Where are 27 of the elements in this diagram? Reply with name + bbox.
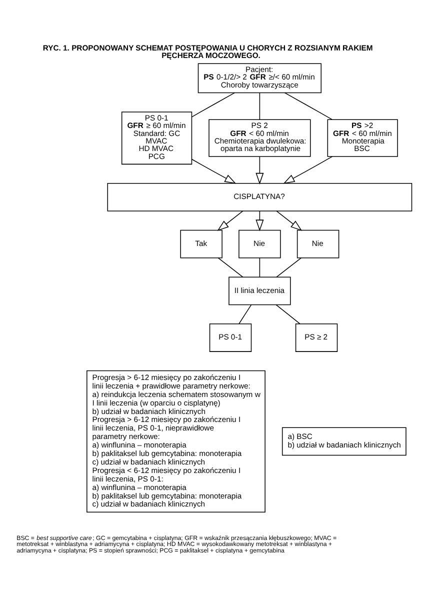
node-box: PS 0-1 xyxy=(209,323,252,352)
node-box: II linia leczenia xyxy=(228,276,291,305)
node-box: Nie xyxy=(296,229,340,258)
node-box: Pacjent: PS 0-1/2/> 2 GFR ≥/< 60 ml/min Choroby towarzyszące xyxy=(198,62,322,93)
node-box: a) BSC b) udział w badaniach klinicznych xyxy=(282,426,406,456)
node-box: Tak xyxy=(180,229,222,258)
connector xyxy=(284,92,332,120)
node-box: Progresja > 6-12 miesięcy po zakończeniu I linii leczenia + prawidłowe parametry nerkowe: a) reindukcja leczenia schematem stosowanym w I linii leczenia (w oparciu o cisplatynę) b) udział w badaniach klinicznych Progresja > 6-12 miesięcy po zakończeniu I linii leczenia, PS 0-1, nieprawidłowe parametry nerkowe: a) winflunina – monoterapia b) paklitaksel lub gemcytabina: monoterapia c) udział w badaniach klinicznych Progresja < 6-12 miesięcy po zakończeniu I linii leczenia, PS 0-1: a) winflunina – monoterapia b) paklitaksel lub gemcytabina: monoterapia c) udział w badaniach klinicznych xyxy=(86,370,266,512)
connector xyxy=(276,304,300,324)
node-box: CISPLATYNA? xyxy=(107,182,412,211)
node-box: PS >2 GFR < 60 ml/min Monoterapia BSC xyxy=(327,118,398,156)
arrow xyxy=(191,158,236,184)
diagram-title: RYC. 1. PROPONOWANY SCHEMAT POSTĘPOWANIA U CHORYCH Z ROZSIANYM RAKIEM PĘCHERZA MOCZOWEGO. xyxy=(42,43,373,60)
node-box: PS ≥ 2 xyxy=(295,323,338,352)
connector xyxy=(238,304,252,324)
node-box: PS 2 GFR < 60 ml/min Chemioterapia dwulekowa: oparta na karboplatynie xyxy=(208,118,311,156)
arrow xyxy=(217,210,244,230)
arrow xyxy=(276,210,302,230)
node-box: Nie xyxy=(238,229,281,258)
connector xyxy=(218,257,244,277)
connector xyxy=(276,257,302,277)
connector xyxy=(259,92,260,120)
arrow xyxy=(283,156,333,184)
arrow xyxy=(256,156,264,184)
connector xyxy=(259,257,260,277)
connector xyxy=(192,92,235,117)
node-box: PS 0-1 GFR ≥ 60 ml/min Standard: GC MVAC HD MVAC PCG xyxy=(121,111,192,164)
